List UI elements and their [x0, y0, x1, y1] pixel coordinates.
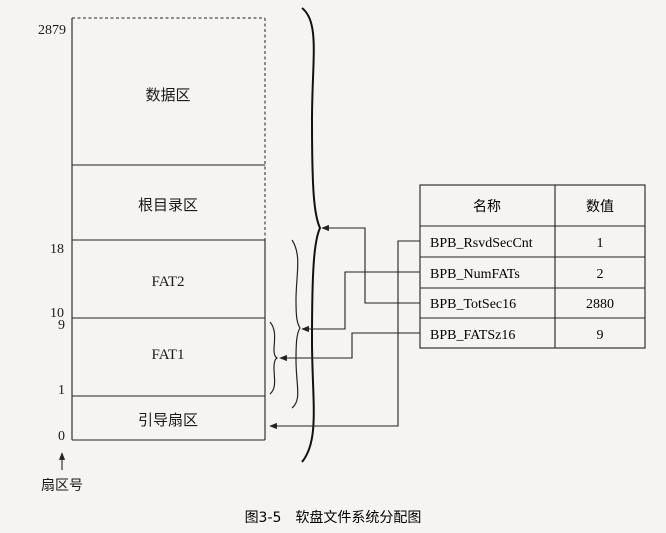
connector-numfats — [301, 271, 420, 333]
fat-tables-brace — [291, 239, 301, 409]
region-label-data: 数据区 — [145, 86, 190, 104]
table-cell-name-totsec16: BPB_TotSec16 — [430, 297, 516, 312]
whole-disk-brace — [301, 7, 322, 463]
figure-caption: 图3-5 软盘文件系统分配图 — [245, 509, 422, 526]
bpb-table: 名称 数值 BPB_RsvdSecCnt 1 BPB_NumFATs 2 BPB… — [419, 184, 646, 349]
table-cell-value-rsvdseccnt: 1 — [597, 236, 604, 251]
table-cell-value-numfats: 2 — [597, 267, 604, 282]
table-cell-value-fatsz16: 9 — [597, 328, 604, 343]
sector-number-18: 18 — [50, 242, 64, 257]
connector-fatsz16 — [279, 332, 420, 362]
region-label-root: 根目录区 — [138, 196, 198, 214]
table-cell-name-rsvdseccnt: BPB_RsvdSecCnt — [430, 236, 533, 251]
table-cell-value-totsec16: 2880 — [586, 297, 614, 312]
sector-axis: 扇区号 — [41, 452, 83, 494]
sector-number-9: 9 — [58, 318, 65, 333]
table-cell-name-fatsz16: BPB_FATSz16 — [430, 328, 515, 343]
sector-column: 数据区 根目录区 FAT2 FAT1 引导扇区 — [71, 17, 266, 441]
sector-numbers: 2879 18 10 9 1 0 — [38, 23, 66, 444]
connectors — [269, 224, 420, 430]
region-label-fat1: FAT1 — [151, 347, 184, 363]
sector-number-2879: 2879 — [38, 23, 66, 38]
sector-number-0: 0 — [58, 429, 65, 444]
table-cell-name-numfats: BPB_NumFATs — [430, 267, 520, 282]
axis-label: 扇区号 — [41, 478, 83, 494]
connector-totsec16 — [321, 224, 420, 304]
region-label-boot: 引导扇区 — [138, 411, 198, 429]
braces — [269, 7, 322, 463]
fat1-brace — [269, 321, 279, 395]
sector-number-1: 1 — [58, 383, 65, 398]
region-label-fat2: FAT2 — [151, 274, 184, 290]
table-border — [419, 184, 646, 349]
sector-number-10: 10 — [50, 306, 64, 321]
table-header-name: 名称 — [473, 199, 501, 215]
table-header-value: 数值 — [586, 199, 614, 215]
